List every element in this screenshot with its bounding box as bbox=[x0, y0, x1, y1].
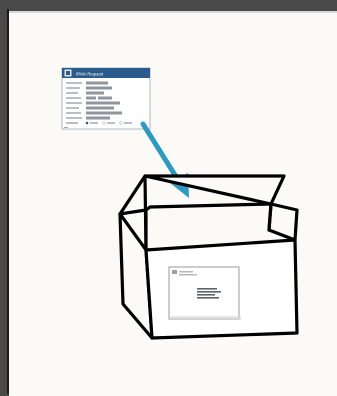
request-form-thumbnail: IRMA Request bbox=[62, 68, 150, 129]
mailing-envelope bbox=[169, 267, 241, 320]
form-title: IRMA Request bbox=[76, 72, 104, 77]
arrow-into-box bbox=[143, 124, 189, 198]
